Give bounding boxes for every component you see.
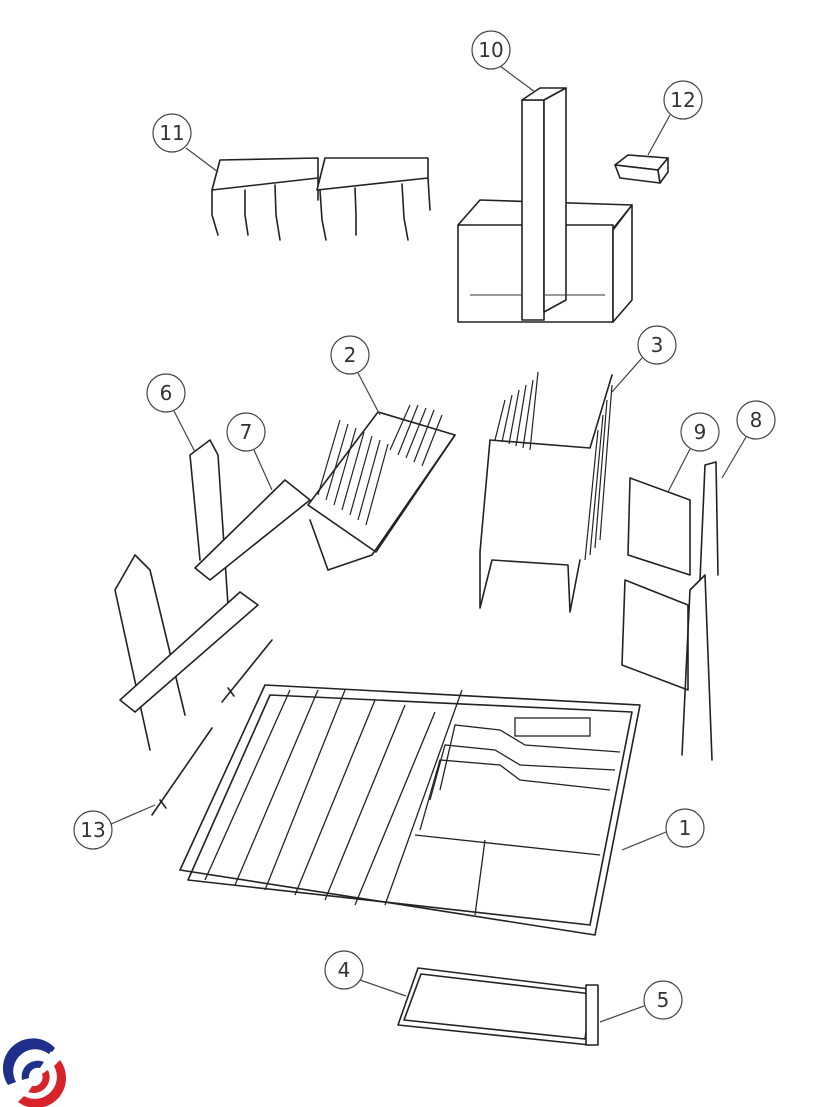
part-1-upper-basket xyxy=(179,684,641,936)
svg-text:12: 12 xyxy=(670,88,695,112)
svg-text:5: 5 xyxy=(657,988,670,1012)
part-12-small-cup xyxy=(614,154,669,184)
part-3-tine-rack xyxy=(479,371,613,613)
part-5-rail-end-cap xyxy=(585,984,599,1046)
brand-logo xyxy=(2,1038,66,1107)
callout-2: 2 xyxy=(330,335,370,375)
svg-text:6: 6 xyxy=(160,381,173,405)
svg-text:4: 4 xyxy=(338,958,351,982)
svg-text:13: 13 xyxy=(80,818,105,842)
callout-8: 8 xyxy=(736,400,776,440)
part-11-cup-shelves xyxy=(211,157,431,241)
part-7-flip-shelf xyxy=(119,479,311,713)
part-10-cutlery-basket xyxy=(457,87,633,323)
svg-text:7: 7 xyxy=(240,420,253,444)
callout-5: 5 xyxy=(643,980,683,1020)
svg-text:2: 2 xyxy=(344,343,357,367)
svg-text:11: 11 xyxy=(159,121,184,145)
part-13-clip-rails xyxy=(151,639,273,816)
callout-1: 1 xyxy=(665,808,705,848)
svg-text:10: 10 xyxy=(478,38,503,62)
part-4-rack-rail xyxy=(397,967,599,1046)
callout-6: 6 xyxy=(146,373,186,413)
leader-lines xyxy=(110,65,747,1023)
svg-text:1: 1 xyxy=(679,816,692,840)
callout-7: 7 xyxy=(226,412,266,452)
svg-text:9: 9 xyxy=(694,420,707,444)
callout-12: 12 xyxy=(663,80,703,120)
callout-9: 9 xyxy=(680,412,720,452)
part-6-cup-shelf-frame xyxy=(114,439,229,751)
svg-text:3: 3 xyxy=(651,333,664,357)
callout-3: 3 xyxy=(637,325,677,365)
callout-10: 10 xyxy=(471,30,511,70)
callout-4: 4 xyxy=(324,950,364,990)
callout-11: 11 xyxy=(152,113,192,153)
callout-13: 13 xyxy=(73,810,113,850)
part-8-side-shelf-frame xyxy=(681,461,719,761)
part-2-folding-tine-rack xyxy=(307,404,456,571)
part-9-side-flip-shelf xyxy=(621,477,691,691)
svg-text:8: 8 xyxy=(750,408,763,432)
